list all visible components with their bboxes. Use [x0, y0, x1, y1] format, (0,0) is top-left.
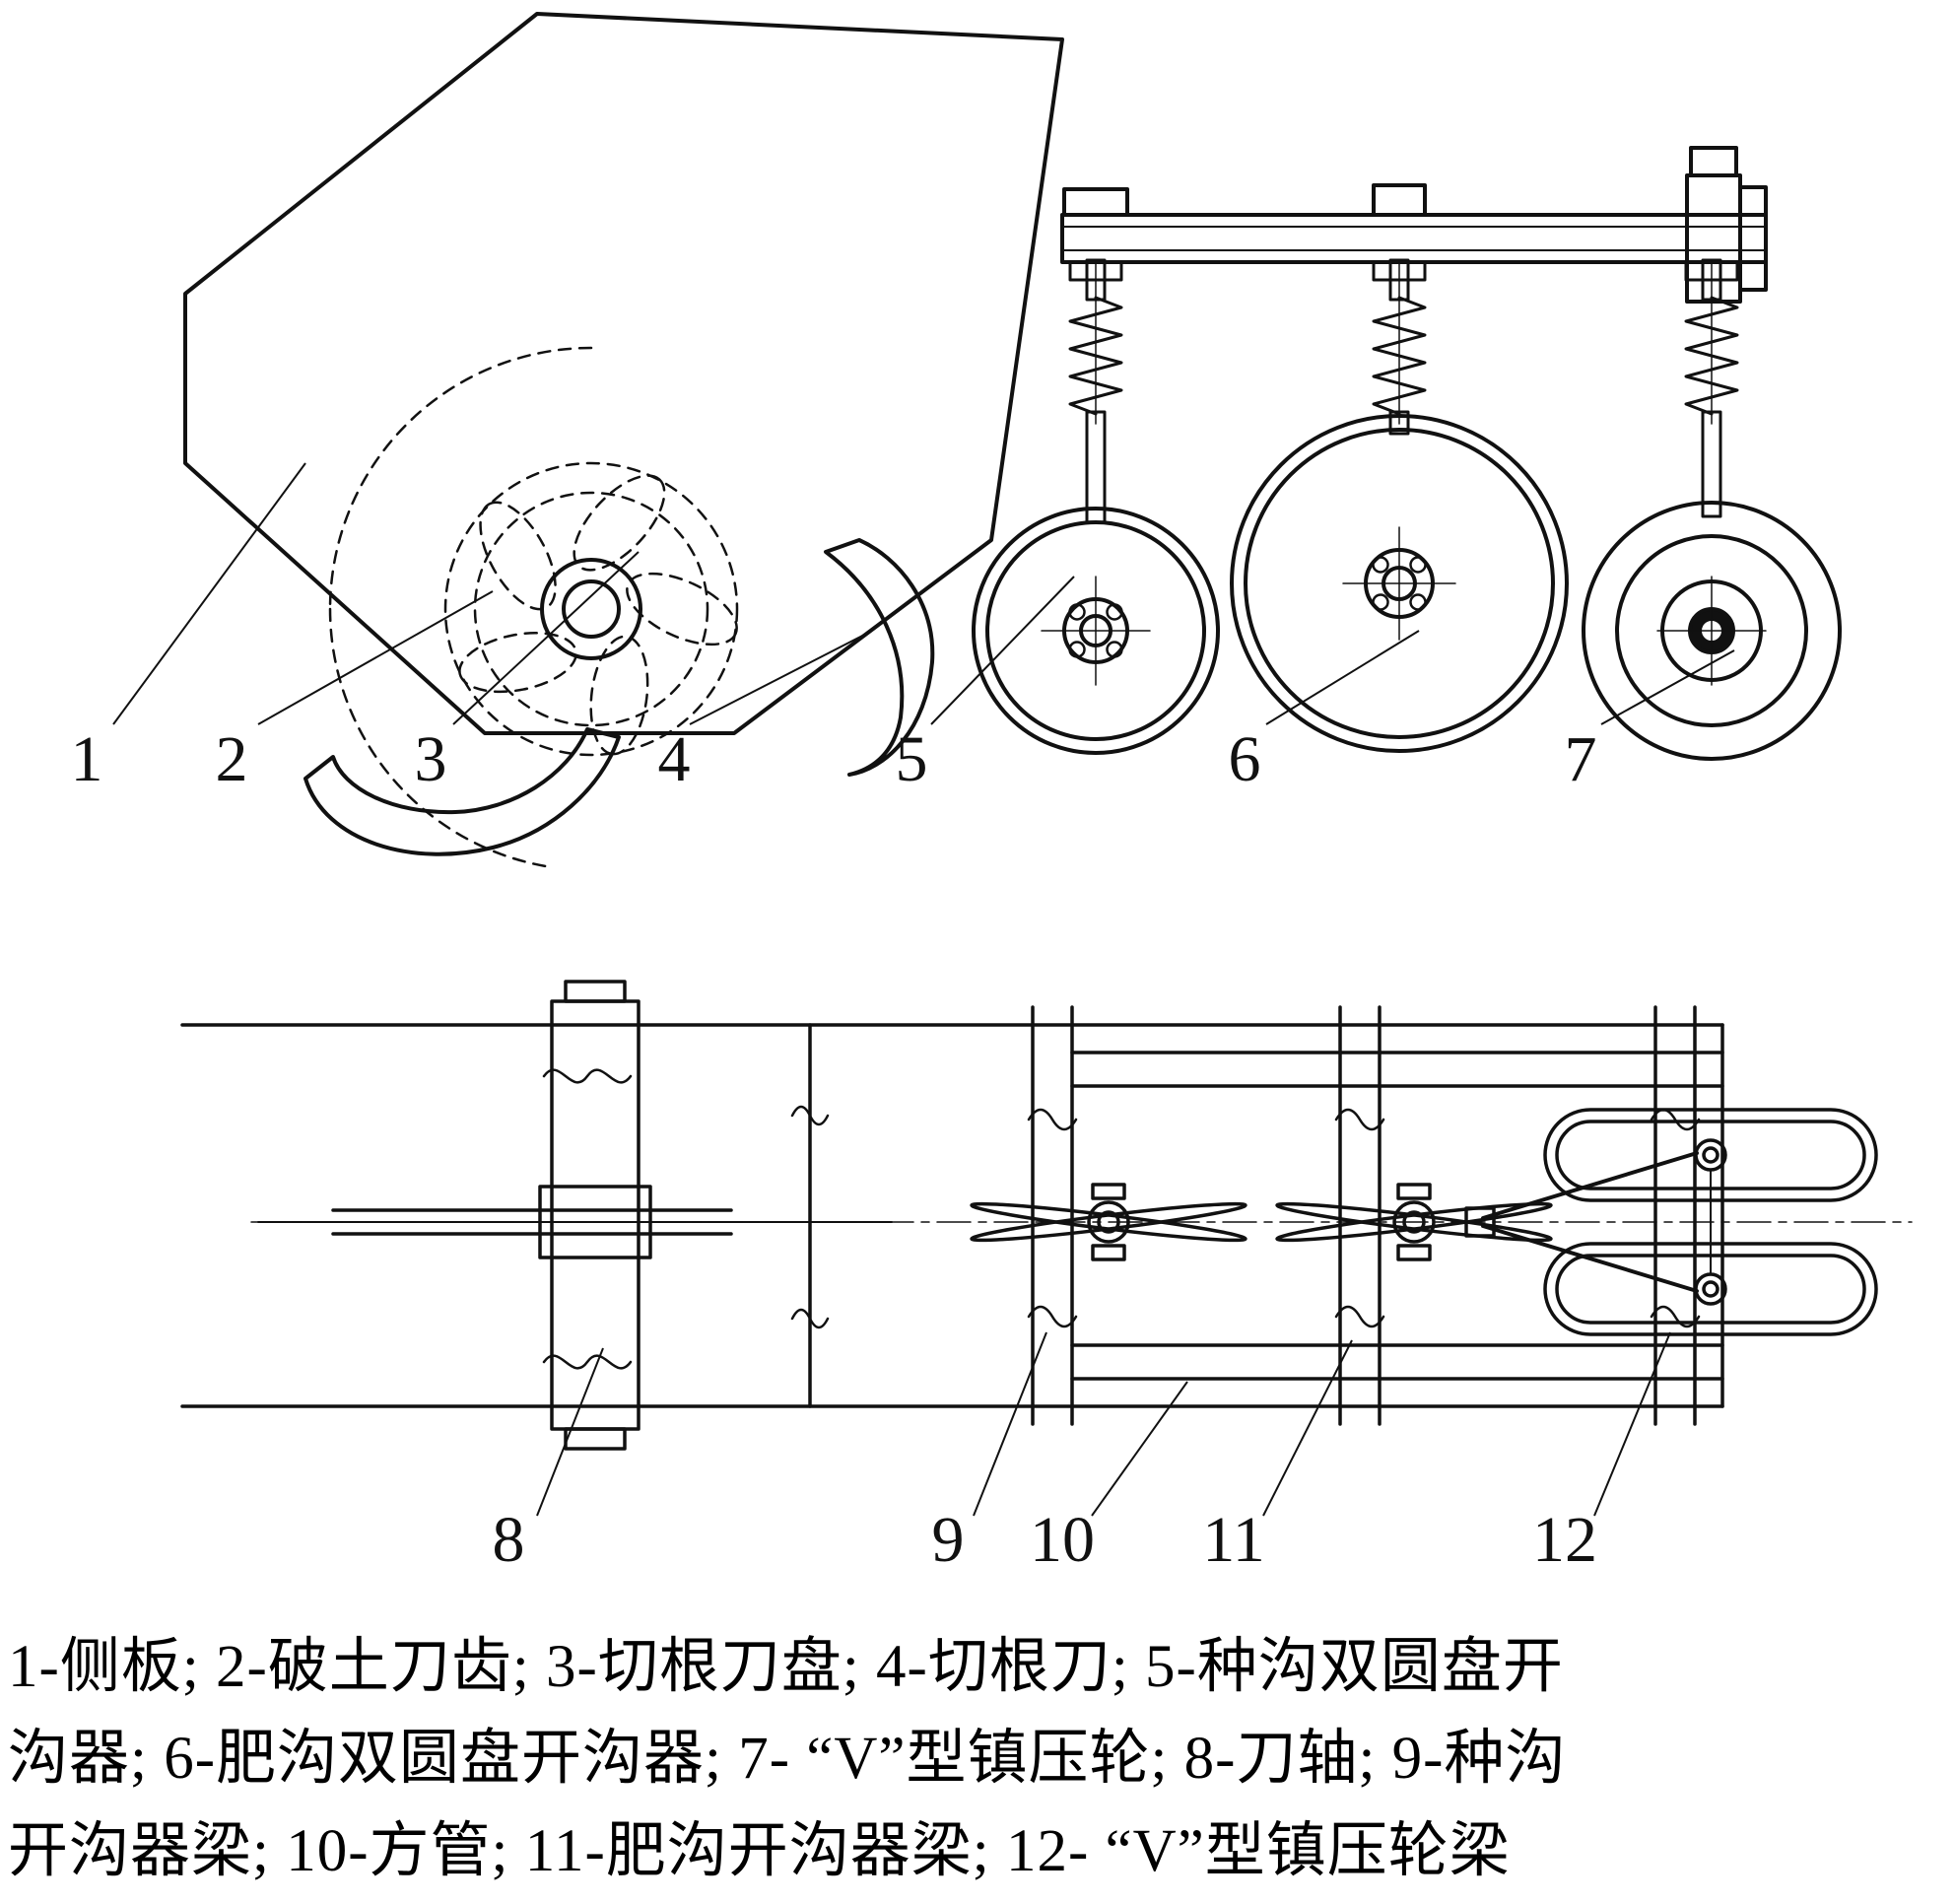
callout-12: 12: [1532, 1504, 1597, 1576]
root-cutting-knife: [824, 538, 935, 777]
v-press-wheel: [1582, 501, 1842, 761]
press-wheel-beam: [1650, 1005, 1701, 1426]
square-tube: [1070, 1051, 1724, 1381]
cutter-disc-hub: [540, 558, 642, 660]
plan-view-leader-lines: [536, 1331, 1671, 1517]
caption-line-2: 沟器; 6-肥沟双圆盘开沟器; 7- “V”型镇压轮; 8-刀轴; 9-种沟: [8, 1726, 1567, 1793]
callout-8: 8: [493, 1504, 525, 1576]
spring-unit-2: [1372, 258, 1427, 436]
side-view: [183, 12, 1842, 869]
machine-diagram: 1 2 3 4 5 6 7: [71, 12, 1913, 1576]
plan-view-callouts: 8 9 10 11 12: [493, 1504, 1598, 1576]
callout-6: 6: [1229, 723, 1261, 795]
callout-3: 3: [415, 723, 447, 795]
figure-caption: 1-侧板; 2-破土刀齿; 3-切根刀盘; 4-切根刀; 5-种沟双圆盘开 沟器…: [0, 1621, 1955, 1897]
soil-breaking-teeth-dashed: [328, 346, 739, 869]
callout-1: 1: [71, 723, 103, 795]
seed-opener-beam: [1027, 1005, 1078, 1426]
caption-line-3: 开沟器梁; 10-方管; 11-肥沟开沟器梁; 12- “V”型镇压轮梁: [8, 1817, 1511, 1884]
plan-view: [180, 980, 1913, 1451]
soil-breaking-blade: [303, 727, 621, 856]
press-wheels-plan: [1464, 1108, 1878, 1336]
seed-opener-plan: [970, 1183, 1247, 1261]
callout-2: 2: [216, 723, 248, 795]
fertilizer-opener-beam: [1334, 1005, 1385, 1426]
callout-10: 10: [1030, 1504, 1095, 1576]
fertilizer-furrow-disc-opener: [1230, 414, 1569, 753]
caption-line-1: 1-侧板; 2-破土刀齿; 3-切根刀盘; 4-切根刀; 5-种沟双圆盘开: [8, 1634, 1564, 1700]
spring-unit-3: [1684, 258, 1739, 518]
callout-4: 4: [658, 723, 691, 795]
callout-7: 7: [1565, 723, 1597, 795]
callout-9: 9: [932, 1504, 965, 1576]
callout-5: 5: [896, 723, 928, 795]
spring-unit-1: [1068, 258, 1123, 524]
knife-shaft: [542, 980, 640, 1451]
hopper-rear-edge: [790, 1023, 830, 1408]
seed-furrow-disc-opener: [972, 507, 1220, 755]
side-view-callouts: 1 2 3 4 5 6 7: [71, 723, 1597, 795]
side-view-leader-lines: [112, 462, 1735, 725]
callout-11: 11: [1202, 1504, 1265, 1576]
frame-rails: [180, 1023, 1724, 1408]
fertilizer-opener-plan: [1275, 1183, 1553, 1261]
